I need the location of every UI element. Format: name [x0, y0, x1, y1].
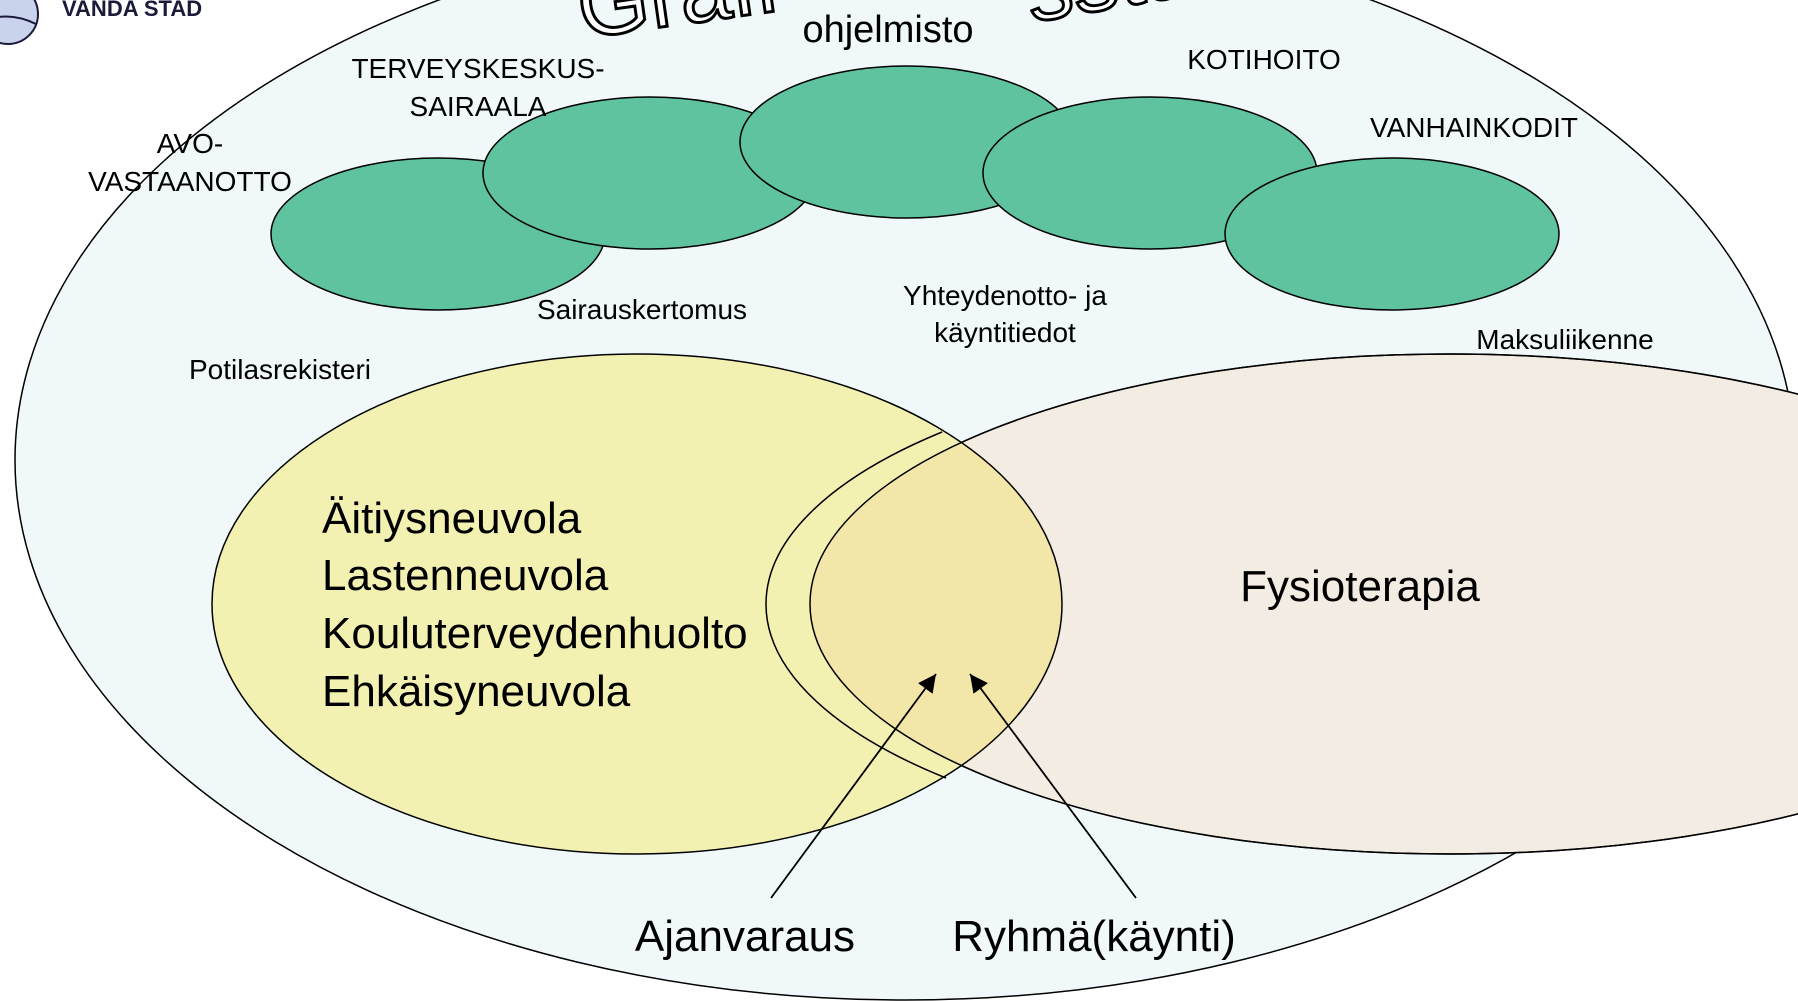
label-yhteydenotto-line2: käyntitiedot	[934, 317, 1076, 348]
label-ryhma: Ryhmä(käynti)	[952, 912, 1236, 961]
logo-emblem-icon	[0, 0, 39, 45]
label-terveyskeskus-line1: TERVEYSKESKUS-	[351, 53, 604, 84]
venn-right-arc	[765, 431, 947, 779]
left-set-item-4: Ehkäisyneuvola	[322, 667, 631, 716]
label-ohjelmisto: ohjelmisto	[802, 9, 973, 51]
right-set-label: Fysioterapia	[1240, 562, 1480, 611]
module-ellipse-vanhainkodit	[1224, 157, 1560, 311]
label-yhteydenotto-line1: Yhteydenotto- ja	[903, 280, 1107, 311]
left-set-item-3: Kouluterveydenhuolto	[322, 609, 748, 658]
label-avo-line1: AVO-	[157, 128, 223, 159]
city-logo: VANDA STAD	[0, 0, 202, 45]
logo-text: VANDA STAD	[62, 0, 202, 21]
label-potilasrekisteri: Potilasrekisteri	[189, 354, 371, 385]
venn-left-outline	[211, 353, 1063, 855]
label-terveyskeskus-line2: SAIRAALA	[410, 91, 547, 122]
label-maksuliikenne: Maksuliikenne	[1476, 324, 1653, 355]
left-set-item-1: Äitiysneuvola	[322, 494, 582, 543]
label-ajanvaraus: Ajanvaraus	[635, 912, 855, 961]
venn-right-outline	[809, 353, 1798, 855]
venn-left-ellipse	[212, 354, 1062, 854]
label-kotihoito: KOTIHOITO	[1187, 44, 1341, 75]
arrow-ryhma	[969, 673, 1137, 899]
label-vanhainkodit: VANHAINKODIT	[1370, 112, 1578, 143]
label-sairauskertomus: Sairauskertomus	[537, 294, 747, 325]
label-avo-line2: VASTAANOTTO	[88, 166, 292, 197]
arrow-ajanvaraus	[770, 673, 937, 899]
left-set-item-2: Lastenneuvola	[322, 551, 609, 600]
